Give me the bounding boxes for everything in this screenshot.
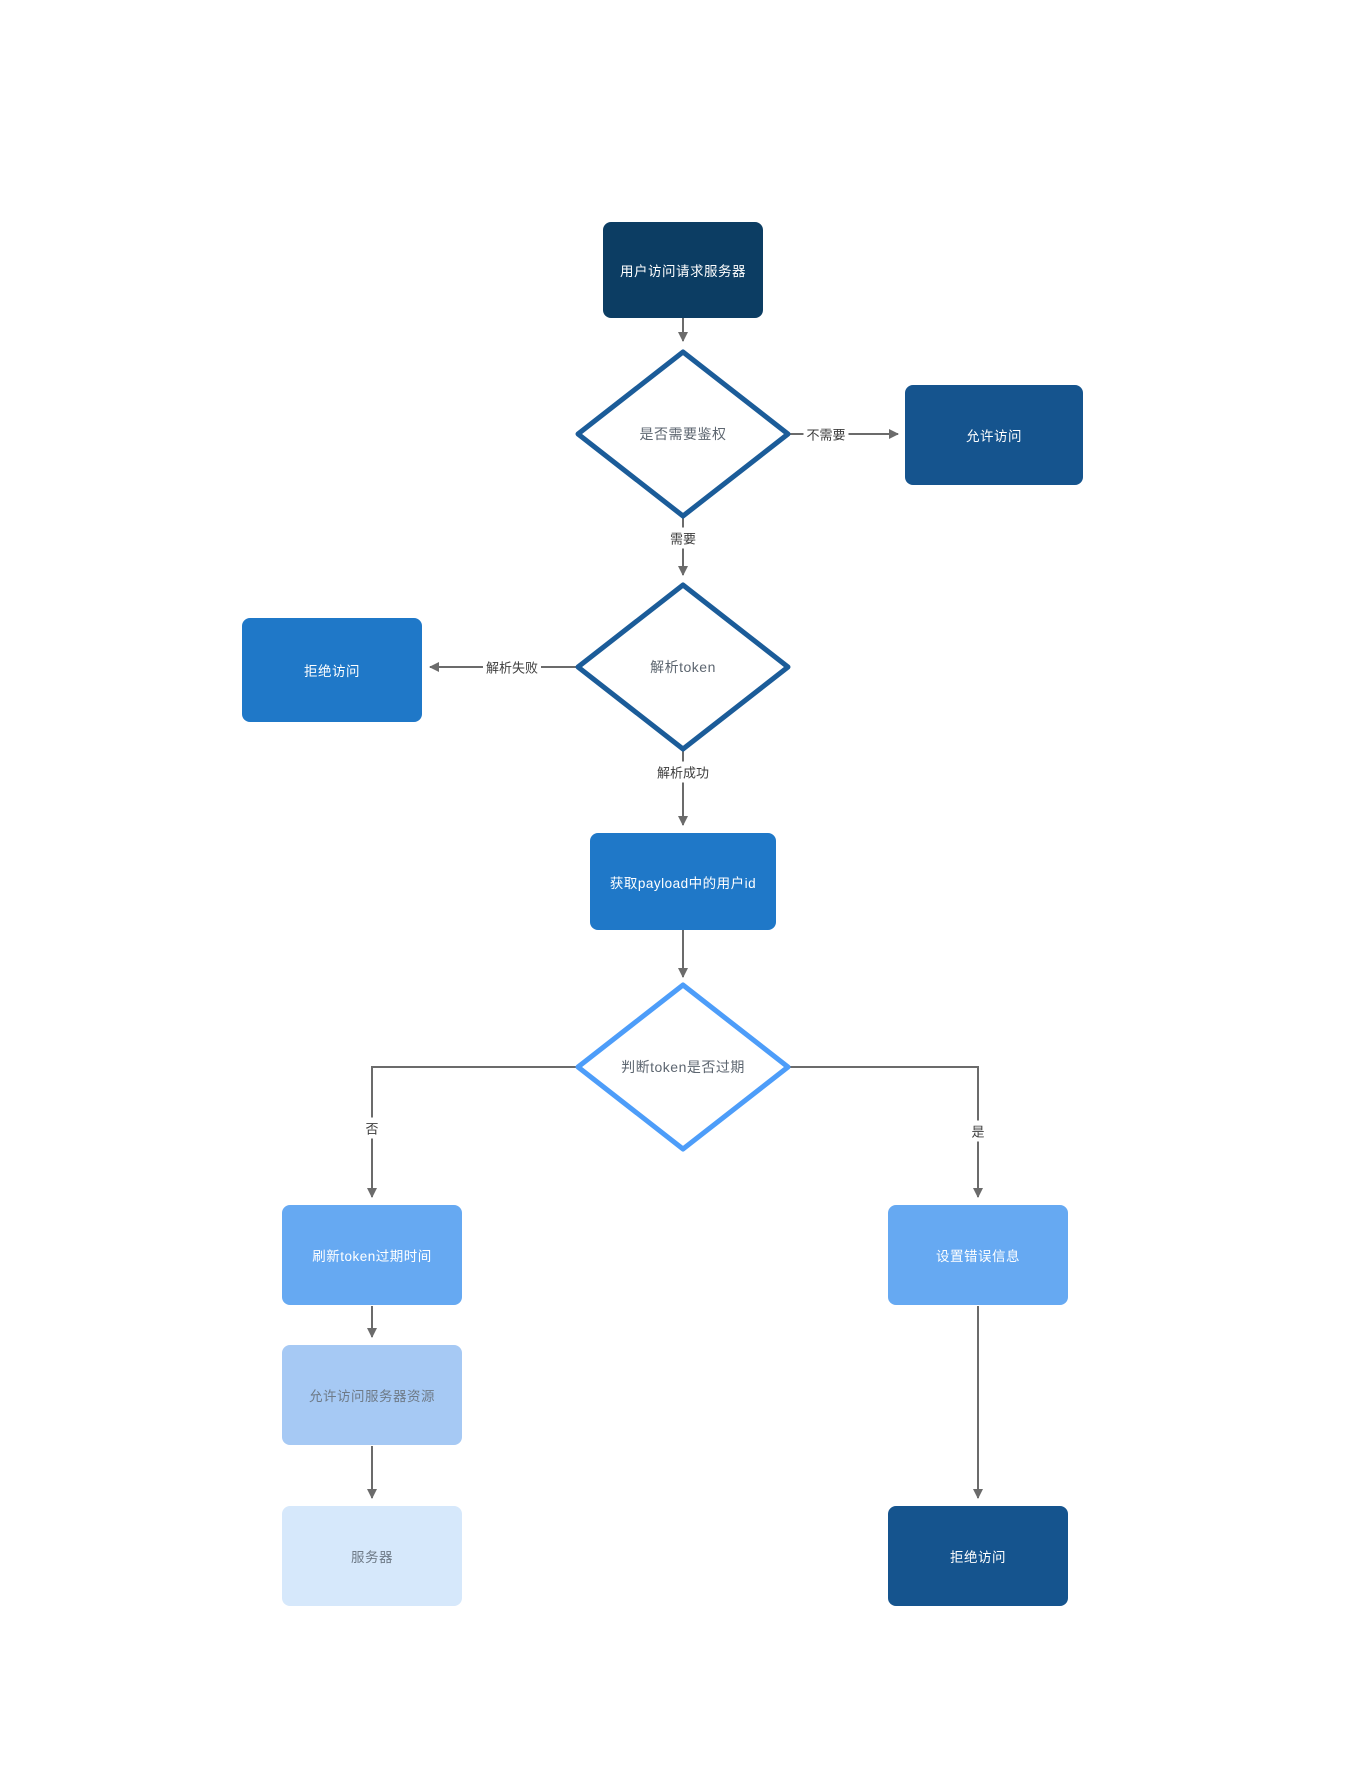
edge-label-parse-fail: 解析失败 <box>482 656 542 678</box>
decision-token-expired-label: 判断token是否过期 <box>621 1059 745 1075</box>
decision-token-expired-shape <box>575 982 791 1152</box>
node-allow-server-resource-label: 允许访问服务器资源 <box>309 1389 435 1404</box>
edge-label-need: 需要 <box>666 527 700 549</box>
node-get-payload-userid-label: 获取payload中的用户id <box>609 875 757 891</box>
node-allow-access-label: 允许访问 <box>966 429 1022 444</box>
node-deny-access-bottom: 拒绝访问 <box>888 1506 1068 1606</box>
edge-expired-to-refresh <box>367 1066 578 1198</box>
node-set-error-message: 设置错误信息 <box>888 1205 1068 1305</box>
node-set-error-message-label: 设置错误信息 <box>936 1249 1020 1264</box>
node-allow-access: 允许访问 <box>905 385 1083 485</box>
edge-label-no-need: 不需要 <box>803 423 849 445</box>
node-start-label: 用户访问请求服务器 <box>620 264 746 279</box>
edge-expired-to-set-error <box>788 1066 983 1198</box>
decision-parse-token-shape <box>575 582 791 752</box>
edge-label-expired: 是 <box>968 1120 988 1142</box>
node-server: 服务器 <box>282 1506 462 1606</box>
node-server-label: 服务器 <box>351 1550 393 1565</box>
node-deny-access-bottom-label: 拒绝访问 <box>950 1550 1006 1565</box>
node-refresh-token-expiry-label: 刷新token过期时间 <box>312 1249 432 1264</box>
node-refresh-token-expiry: 刷新token过期时间 <box>282 1205 462 1305</box>
node-deny-access-left: 拒绝访问 <box>242 618 422 722</box>
node-allow-server-resource: 允许访问服务器资源 <box>282 1345 462 1445</box>
decision-parse-token-label: 解析token <box>650 659 716 675</box>
node-deny-access-left-label: 拒绝访问 <box>304 664 360 679</box>
node-get-payload-userid: 获取payload中的用户id <box>590 833 776 930</box>
node-start-user-request: 用户访问请求服务器 <box>603 222 763 318</box>
decision-need-auth-shape <box>575 349 791 519</box>
decision-need-auth-label: 是否需要鉴权 <box>639 426 727 442</box>
edge-label-not-expired: 否 <box>362 1117 382 1139</box>
edge-label-parse-success: 解析成功 <box>653 761 713 783</box>
